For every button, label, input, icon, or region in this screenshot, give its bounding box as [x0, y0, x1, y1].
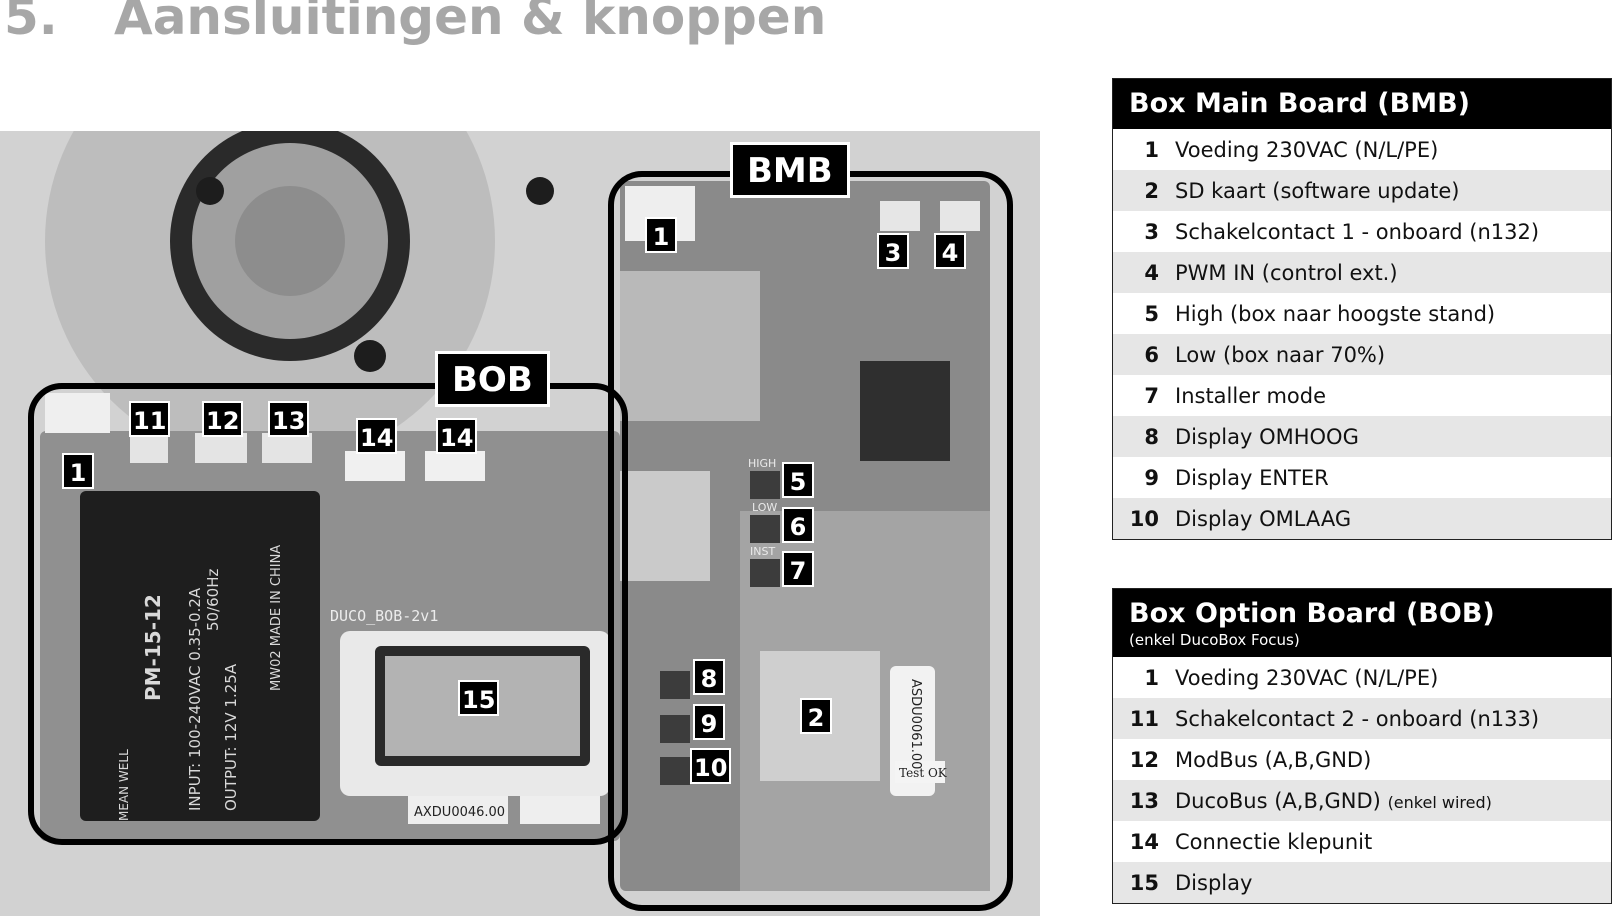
callout-4: 4: [934, 233, 966, 269]
row-number: 5: [1144, 301, 1159, 326]
row-number: 3: [1144, 219, 1159, 244]
psu-made-text: MW02 MADE IN CHINA: [269, 545, 284, 691]
row-number: 13: [1129, 788, 1159, 813]
bmb-tag: BMB: [730, 142, 850, 198]
row-description: Installer mode: [1175, 383, 1326, 408]
row-description: ModBus (A,B,GND): [1175, 747, 1372, 772]
row-number: 6: [1144, 342, 1159, 367]
row-description: PWM IN (control ext.): [1175, 260, 1398, 285]
row-description-note: (enkel wired): [1387, 792, 1492, 812]
bob-table-title: Box Option Board (BOB): [1129, 598, 1495, 629]
btn-high-text: HIGH: [748, 457, 776, 470]
row-number: 7: [1144, 383, 1159, 408]
row-description: DucoBus (A,B,GND) (enkel wired): [1175, 789, 1611, 813]
row-number: 1: [1144, 665, 1159, 690]
bob-sticker-text: AXDU0046.00: [414, 805, 505, 820]
row-description: High (box naar hoogste stand): [1175, 301, 1496, 326]
psu-model-text: PM-15-12: [141, 594, 165, 701]
psu-output-text: OUTPUT: 12V 1.25A: [222, 663, 240, 811]
row-description-main: DucoBus (A,B,GND): [1175, 788, 1381, 813]
row-number: 9: [1144, 465, 1159, 490]
btn-inst-text: INST: [750, 545, 775, 558]
table-row: 7 Installer mode: [1113, 375, 1611, 416]
row-number: 12: [1129, 747, 1159, 772]
row-description: Voeding 230VAC (N/L/PE): [1175, 665, 1439, 690]
row-description: Display ENTER: [1175, 465, 1329, 490]
row-description: SD kaart (software update): [1175, 178, 1460, 203]
row-description: Connectie klepunit: [1175, 829, 1373, 854]
bmb-table-header: Box Main Board (BMB): [1113, 79, 1611, 129]
row-description: Schakelcontact 2 - onboard (n133): [1175, 706, 1540, 731]
table-row: 6 Low (box naar 70%): [1113, 334, 1611, 375]
table-row: 4 PWM IN (control ext.): [1113, 252, 1611, 293]
callout-9: 9: [693, 704, 725, 740]
test-ok-text: Test OK: [899, 766, 948, 780]
callout-1-bob: 1: [62, 453, 94, 489]
table-row: 8 Display OMHOOG: [1113, 416, 1611, 457]
row-description: Low (box naar 70%): [1175, 342, 1386, 367]
callout-5: 5: [782, 462, 814, 498]
table-row: 10 Display OMLAAG: [1113, 498, 1611, 539]
psu-input-text: INPUT: 100-240VAC 0.35-0.2A: [186, 587, 204, 811]
callout-7: 7: [782, 551, 814, 587]
row-number: 15: [1129, 870, 1159, 895]
row-number: 10: [1129, 506, 1159, 531]
callout-1-bmb: 1: [645, 217, 677, 253]
bob-outline: [28, 383, 628, 845]
callout-14a: 14: [356, 418, 398, 454]
row-description: Display OMHOOG: [1175, 424, 1359, 449]
bob-rows: 1 Voeding 230VAC (N/L/PE) 11 Schakelcontac…: [1113, 657, 1611, 903]
table-row: 12 ModBus (A,B,GND): [1113, 739, 1611, 780]
callout-15: 15: [458, 680, 500, 716]
callout-10: 10: [690, 748, 732, 784]
psu-freq-text: 50/60Hz: [204, 568, 222, 631]
table-row: 13 DucoBus (A,B,GND) (enkel wired): [1113, 780, 1611, 821]
callout-14b: 14: [436, 418, 478, 454]
section-title: Aansluitingen & knoppen: [114, 0, 827, 46]
section-number: 5.: [4, 0, 58, 46]
callout-2: 2: [800, 698, 832, 734]
row-number: 14: [1129, 829, 1159, 854]
table-row: 3 Schakelcontact 1 - onboard (n132): [1113, 211, 1611, 252]
row-description: Schakelcontact 1 - onboard (n132): [1175, 219, 1540, 244]
bmb-table: Box Main Board (BMB) 1 Voeding 230VAC (N/…: [1112, 78, 1612, 540]
callout-6: 6: [782, 507, 814, 543]
row-number: 1: [1144, 137, 1159, 162]
btn-low-text: LOW: [752, 501, 777, 514]
table-row: 1 Voeding 230VAC (N/L/PE): [1113, 657, 1611, 698]
table-row: 11 Schakelcontact 2 - onboard (n133): [1113, 698, 1611, 739]
bob-table-header: Box Option Board (BOB) (enkel DucoBox Fo…: [1113, 589, 1611, 657]
row-number: 4: [1144, 260, 1159, 285]
sd-sticker-text: ASDU0061.00: [908, 679, 923, 769]
row-number: 2: [1144, 178, 1159, 203]
bob-tag: BOB: [435, 351, 550, 407]
bmb-rows: 1 Voeding 230VAC (N/L/PE) 2 SD kaart (soft…: [1113, 129, 1611, 539]
callout-3: 3: [877, 233, 909, 269]
row-description: Display OMLAAG: [1175, 506, 1352, 531]
row-description: Display: [1175, 870, 1253, 895]
callout-13: 13: [268, 401, 310, 437]
table-row: 15 Display: [1113, 862, 1611, 903]
row-number: 8: [1144, 424, 1159, 449]
callout-11: 11: [129, 401, 171, 437]
bob-table-subtitle: (enkel DucoBox Focus): [1129, 631, 1300, 649]
psu-brand-text: MEAN WELL: [117, 749, 131, 821]
bob-table: Box Option Board (BOB) (enkel DucoBox Fo…: [1112, 588, 1612, 904]
bmb-table-title: Box Main Board (BMB): [1129, 88, 1471, 119]
bob-board-text: DUCO_BOB-2v1: [330, 607, 438, 625]
callout-12: 12: [202, 401, 244, 437]
table-row: 1 Voeding 230VAC (N/L/PE): [1113, 129, 1611, 170]
callout-8: 8: [693, 659, 725, 695]
table-row: 14 Connectie klepunit: [1113, 821, 1611, 862]
table-row: 2 SD kaart (software update): [1113, 170, 1611, 211]
row-description: Voeding 230VAC (N/L/PE): [1175, 137, 1439, 162]
row-number: 11: [1129, 706, 1159, 731]
table-row: 9 Display ENTER: [1113, 457, 1611, 498]
board-photo: PM-15-12 INPUT: 100-240VAC 0.35-0.2A 50/…: [0, 131, 1040, 916]
table-row: 5 High (box naar hoogste stand): [1113, 293, 1611, 334]
